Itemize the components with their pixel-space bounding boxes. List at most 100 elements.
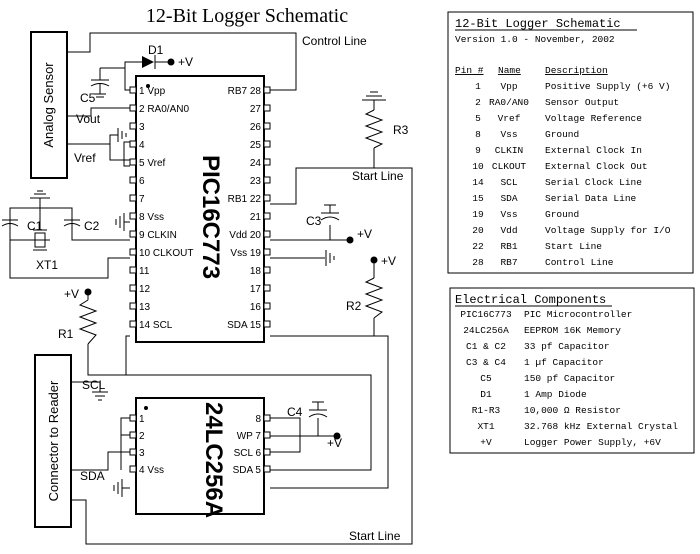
capacitor-c5 bbox=[90, 68, 110, 98]
pin-table-cell: RB1 bbox=[500, 241, 517, 252]
eeprom-pin-lead bbox=[129, 465, 137, 473]
pin-table-cell: 9 bbox=[475, 145, 481, 156]
connector-label: Connector to Reader bbox=[46, 380, 61, 501]
sda-label: SDA bbox=[80, 469, 105, 483]
ground-crystal bbox=[30, 190, 50, 199]
ground-vref bbox=[117, 128, 127, 142]
eeprom-pin-label: WP 7 bbox=[237, 431, 262, 442]
start-line-bottom-label: Start Line bbox=[349, 529, 401, 543]
r3-label: R3 bbox=[393, 123, 409, 137]
pic-pin-lead bbox=[263, 158, 271, 166]
component-cell: 32.768 kHz External Crystal bbox=[524, 421, 678, 432]
diode-d1 bbox=[142, 55, 156, 69]
pin-table-cell: 14 bbox=[472, 177, 484, 188]
component-cell: D1 bbox=[480, 389, 492, 400]
pic-pin-label: RB1 22 bbox=[228, 194, 262, 205]
pin-table-cell: 22 bbox=[472, 241, 484, 252]
pic-pin-lead bbox=[129, 176, 137, 184]
analog-sensor-label: Analog Sensor bbox=[41, 62, 56, 148]
pic-pin-lead bbox=[263, 248, 271, 256]
pin-table-cell: 28 bbox=[472, 257, 484, 268]
capacitor-c1 bbox=[1, 219, 19, 227]
pic-pin-lead bbox=[129, 230, 137, 238]
start-line-top-label: Start Line bbox=[352, 169, 404, 183]
pin-table-header: Pin # bbox=[455, 65, 484, 76]
component-cell: PIC Microcontroller bbox=[524, 309, 632, 320]
vout-label: Vout bbox=[76, 112, 101, 126]
pin-table-cell: Serial Clock Line bbox=[545, 177, 642, 188]
vplus-node-r1 bbox=[84, 288, 92, 296]
vplus-r2-label: +V bbox=[381, 254, 396, 268]
components-panel: Electrical Components PIC16C773 PIC Micro… bbox=[449, 287, 695, 454]
eeprom-pin-label: 1 bbox=[139, 414, 145, 425]
pin-table-header: Name bbox=[498, 65, 521, 76]
pic-pin-label: 26 bbox=[250, 122, 262, 133]
pic-pin-lead bbox=[129, 86, 137, 94]
pic-pin-label: 14 SCL bbox=[139, 320, 173, 331]
resistor-r1 bbox=[78, 299, 98, 345]
component-cell: 150 pf Capacitor bbox=[524, 373, 615, 384]
eeprom-pin-lead bbox=[263, 431, 271, 439]
vref-label: Vref bbox=[74, 151, 96, 165]
pic-pin-label: 7 bbox=[139, 194, 145, 205]
pin-table-cell: RA0/AN0 bbox=[489, 97, 529, 108]
pic-pin-lead bbox=[263, 230, 271, 238]
pin-table-cell: Start Line bbox=[545, 241, 602, 252]
pic-chip: PIC16C773 bbox=[135, 75, 265, 343]
wires bbox=[9, 32, 413, 545]
pic-pin-label: 1 Vpp bbox=[139, 86, 166, 97]
pic-pin-lead bbox=[263, 140, 271, 148]
pin-table-cell: 8 bbox=[475, 129, 481, 140]
xt1-label: XT1 bbox=[36, 258, 58, 272]
c4-label: C4 bbox=[287, 405, 303, 419]
eeprom-pin-lead bbox=[129, 431, 137, 439]
component-cell: 1 µf Capacitor bbox=[524, 357, 604, 368]
eeprom-pin-label: SDA 5 bbox=[233, 465, 262, 476]
pic-pin-lead bbox=[263, 212, 271, 220]
pic-pin-lead bbox=[263, 86, 271, 94]
pic-pin-label: RB7 28 bbox=[228, 86, 262, 97]
schematic-title: 12-Bit Logger Schematic bbox=[146, 5, 348, 27]
capacitor-c2 bbox=[63, 219, 81, 227]
eeprom-name: 24LC256A bbox=[200, 402, 227, 518]
component-cell: PIC16C773 bbox=[460, 309, 512, 320]
pic-pin-label: 3 bbox=[139, 122, 145, 133]
pin-table-title: 12-Bit Logger Schematic bbox=[455, 17, 621, 31]
eeprom-chip: 24LC256A bbox=[135, 397, 265, 518]
eeprom-pin-label: 4 Vss bbox=[139, 465, 164, 476]
pin-table-cell: External Clock In bbox=[545, 145, 642, 156]
pic-pin-label: 25 bbox=[250, 140, 262, 151]
component-cell: 1 Amp Diode bbox=[524, 389, 587, 400]
ground-pin19 bbox=[325, 250, 335, 266]
pic-pin-lead bbox=[129, 302, 137, 310]
ground-pin8 bbox=[115, 213, 125, 231]
vplus-c4-label: +V bbox=[327, 436, 342, 450]
eeprom-pin-label: 8 bbox=[255, 414, 261, 425]
analog-sensor: Analog Sensor bbox=[30, 31, 68, 179]
pin-table-cell: 10 bbox=[472, 161, 484, 172]
pic-pin-label: SDA 15 bbox=[227, 320, 261, 331]
pic-pin-label: Vss 19 bbox=[230, 248, 261, 259]
component-cell: XT1 bbox=[477, 421, 494, 432]
pin-table-cell: 19 bbox=[472, 209, 484, 220]
pin-table-cell: Vpp bbox=[500, 81, 517, 92]
eeprom-pin-lead bbox=[129, 414, 137, 422]
pic-pin-label: 6 bbox=[139, 176, 145, 187]
component-cell: C1 & C2 bbox=[466, 341, 506, 352]
pin-table-cell: Sensor Output bbox=[545, 97, 619, 108]
pic-pin-label: 17 bbox=[250, 284, 262, 295]
pin-table-cell: 2 bbox=[475, 97, 481, 108]
crystal-xt1 bbox=[33, 225, 50, 251]
pic-pin-lead bbox=[263, 284, 271, 292]
component-cell: C5 bbox=[480, 373, 492, 384]
pin-table-cell: Vss bbox=[500, 209, 517, 220]
components-title: Electrical Components bbox=[455, 293, 606, 307]
eeprom-pin-label: SCL 6 bbox=[234, 448, 262, 459]
pic-pin-lead bbox=[129, 284, 137, 292]
pic-pin-label: 24 bbox=[250, 158, 262, 169]
component-cell: Logger Power Supply, +6V bbox=[524, 437, 661, 448]
connector-to-reader: Connector to Reader bbox=[34, 354, 72, 528]
pin-table-cell: Voltage Reference bbox=[545, 113, 642, 124]
pin-table-panel: 12-Bit Logger Schematic Version 1.0 - No… bbox=[447, 11, 694, 274]
pic-pin-label: 10 CLKOUT bbox=[139, 248, 193, 259]
